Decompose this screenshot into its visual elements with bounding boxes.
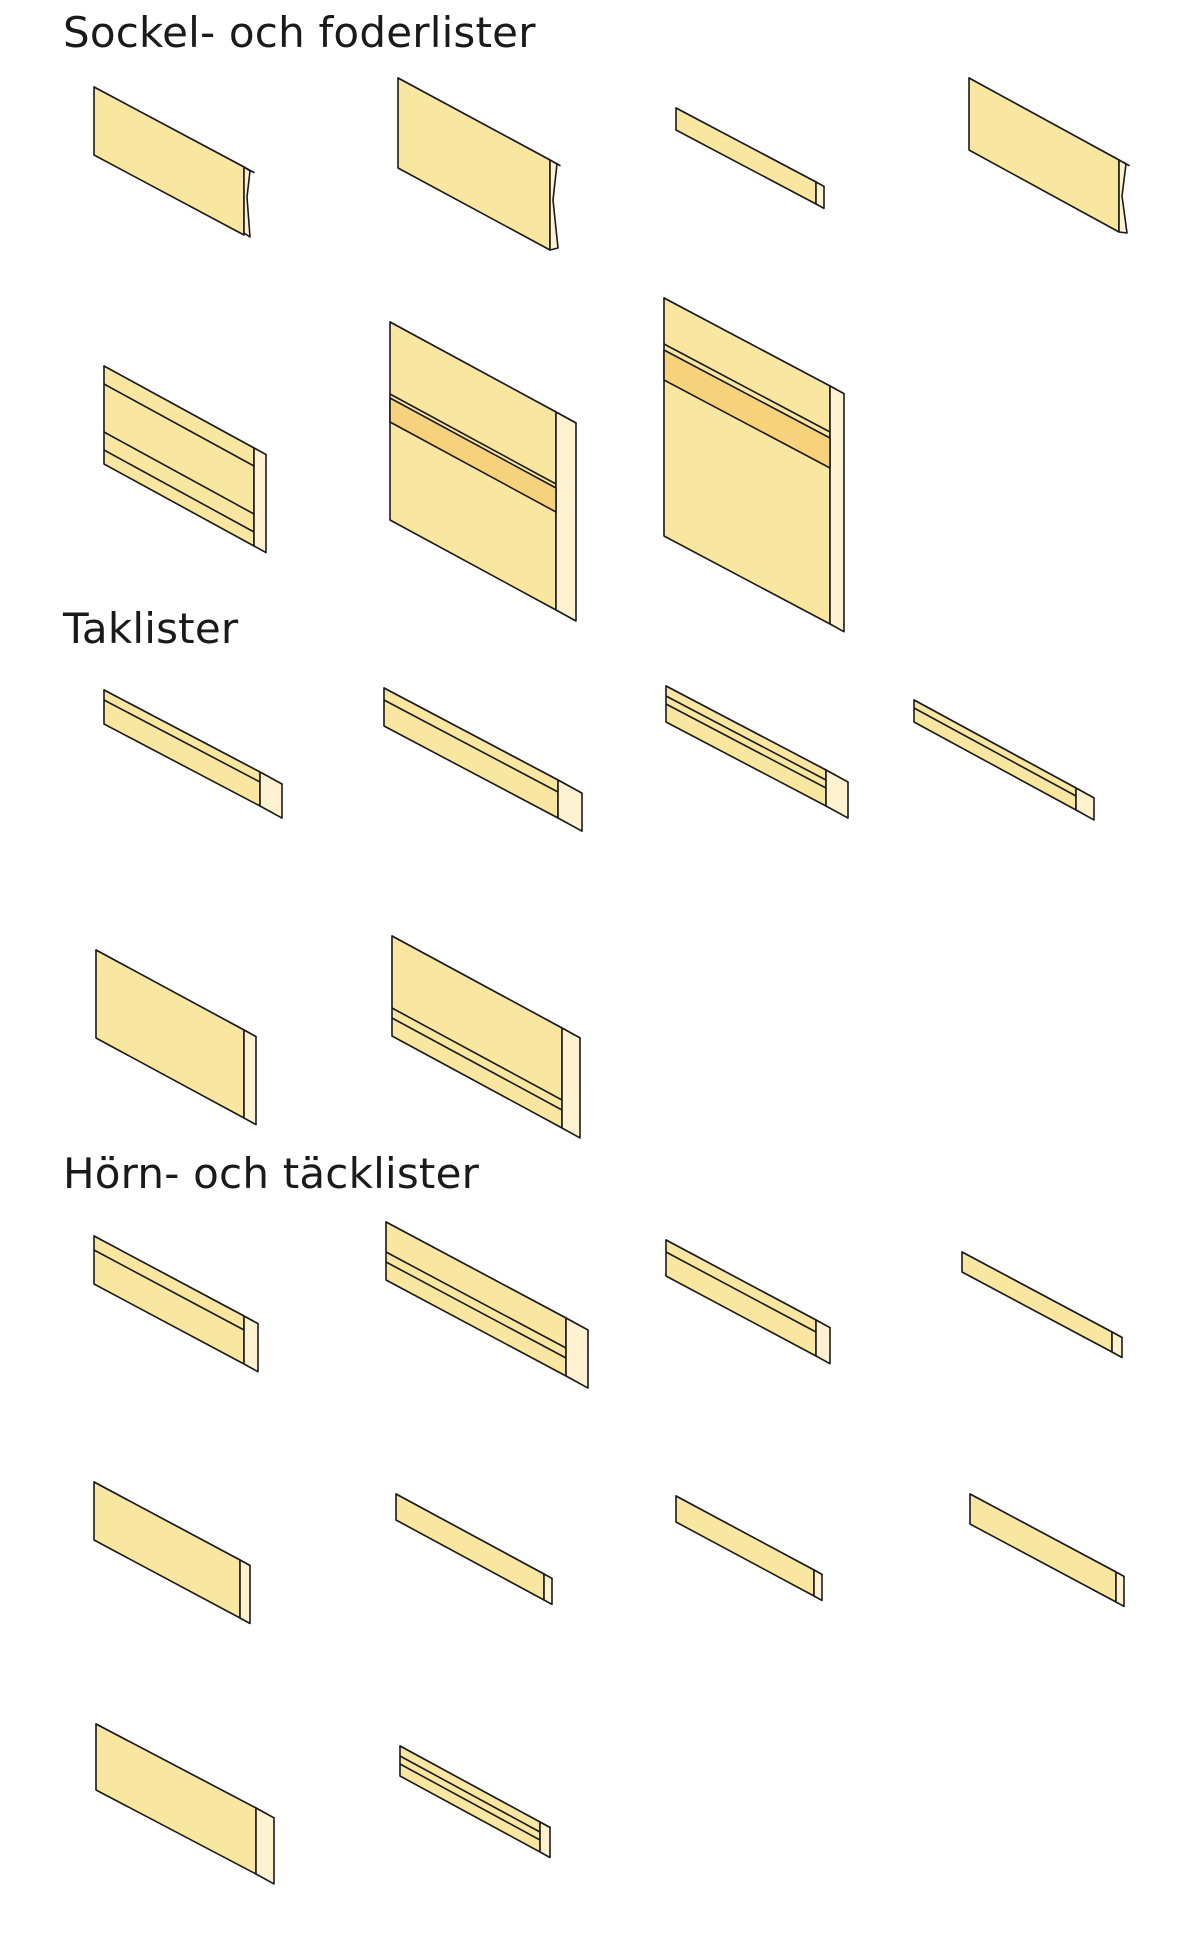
molding-sockel-7 [663,297,845,633]
molding-tak-3 [665,685,849,819]
molding-tak-4 [913,699,1095,821]
molding-sockel-5 [103,365,267,554]
molding-tak-5 [95,949,257,1126]
molding-horn-2 [385,1221,589,1389]
molding-horn-7 [675,1495,823,1602]
molding-sockel-6 [389,321,577,622]
molding-sockel-4 [968,77,1130,234]
molding-sockel-2 [397,77,561,251]
molding-horn-10 [399,1745,551,1859]
molding-horn-8 [969,1493,1125,1608]
molding-tak-2 [383,687,583,832]
molding-horn-1 [93,1235,259,1373]
molding-sockel-1 [93,86,255,238]
molding-horn-6 [395,1493,553,1606]
molding-horn-9 [95,1723,275,1885]
molding-tak-6 [391,935,581,1139]
molding-horn-3 [665,1239,831,1365]
molding-tak-1 [103,689,283,819]
section-title-taklister: Taklister [63,604,239,653]
section-title-sockel-foderlister: Sockel- och foderlister [63,8,536,57]
molding-horn-5 [93,1481,251,1625]
molding-sockel-3 [675,107,825,210]
section-title-horn-tacklister: Hörn- och täcklister [63,1149,480,1198]
molding-horn-4 [961,1251,1123,1359]
